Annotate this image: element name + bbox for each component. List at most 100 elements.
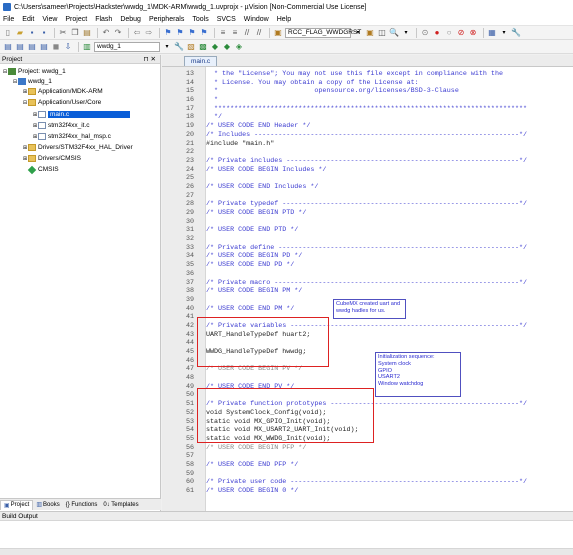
code-line[interactable]: 51/* Private function prototypes -------… (162, 400, 573, 409)
code-line[interactable]: 57 (162, 452, 573, 461)
code-line[interactable]: 14 * License. You may obtain a copy of t… (162, 79, 573, 88)
code-line[interactable]: 37/* Private macro ---------------------… (162, 279, 573, 288)
code-line[interactable]: 58/* USER CODE END PFP */ (162, 461, 573, 470)
bookmark-icon[interactable]: ⚑ (164, 27, 172, 37)
target-select-arrow-icon[interactable]: ▾ (165, 43, 169, 50)
breakpoint-kill-icon[interactable]: ⊗ (469, 27, 477, 37)
close-icon[interactable]: ✕ (150, 56, 158, 63)
code-line[interactable]: 40/* USER CODE END PM */ (162, 305, 573, 314)
code-line[interactable]: 61/* USER CODE BEGIN 0 */ (162, 487, 573, 496)
find-next-icon[interactable]: ▣ (366, 27, 374, 37)
code-line[interactable]: 29/* USER CODE BEGIN PTD */ (162, 209, 573, 218)
indent-icon[interactable]: ≡ (220, 27, 226, 37)
menu-flash[interactable]: Flash (95, 16, 113, 23)
dropdown-arrow-icon[interactable]: ▾ (404, 29, 408, 36)
breakpoint-clear-icon[interactable]: ⊘ (457, 27, 465, 37)
build-icon[interactable]: ▤ (16, 41, 24, 51)
code-line[interactable]: 46 (162, 357, 573, 366)
breakpoint-icon[interactable]: ● (434, 27, 440, 37)
open-folder-icon[interactable]: ▰ (16, 27, 24, 37)
bookmark-next-icon[interactable]: ⚑ (188, 27, 196, 37)
download-icon[interactable]: ⇩ (64, 41, 72, 51)
tree-expander-icon[interactable]: ⊞ (22, 144, 28, 151)
tree-expander-icon[interactable]: ⊟ (2, 68, 8, 75)
code-line[interactable]: 34/* USER CODE BEGIN PD */ (162, 252, 573, 261)
undo-icon[interactable]: ↶ (102, 27, 110, 37)
tree-expander-icon[interactable]: ⊞ (32, 133, 38, 140)
tab-templates[interactable]: 0↓ Templates (100, 500, 141, 510)
code-line[interactable]: 42/* Private variables -----------------… (162, 322, 573, 331)
target-select[interactable]: wwdg_1 (94, 41, 160, 52)
code-line[interactable]: 22 (162, 148, 573, 157)
target-options-icon[interactable]: 🔧 (174, 41, 184, 51)
menu-edit[interactable]: Edit (22, 16, 35, 23)
code-line[interactable]: 59 (162, 470, 573, 479)
code-line[interactable]: 17 *************************************… (162, 105, 573, 114)
editor-tab-main-c[interactable]: main.c (184, 56, 218, 66)
code-line[interactable]: 35/* USER CODE END PD */ (162, 261, 573, 270)
new-file-icon[interactable]: ▯ (5, 27, 11, 37)
code-line[interactable]: 28/* Private typedef -------------------… (162, 200, 573, 209)
tree-item-drivers-cmsis[interactable]: ⊞ Drivers/CMSIS (22, 154, 81, 163)
tree-item-target[interactable]: ⊟ wwdg_1 (12, 77, 52, 86)
cut-icon[interactable]: ✂ (59, 27, 67, 37)
code-line[interactable]: 48 (162, 374, 573, 383)
code-line[interactable]: 47/* USER CODE BEGIN PV */ (162, 365, 573, 374)
stop-build-icon[interactable]: ◼ (52, 41, 60, 51)
menu-file[interactable]: File (3, 16, 15, 23)
code-line[interactable]: 23/* Private includes ------------------… (162, 157, 573, 166)
window-layout-arrow-icon[interactable]: ▾ (502, 29, 506, 36)
save-all-icon[interactable]: ▪ (42, 27, 46, 37)
menu-peripherals[interactable]: Peripherals (148, 16, 185, 23)
code-area[interactable]: 13 * the "License"; You may not use this… (162, 70, 573, 496)
tree-item-project[interactable]: ⊟ Project: wwdg_1 (2, 67, 66, 76)
redo-icon[interactable]: ↷ (114, 27, 122, 37)
debug-start-icon[interactable]: ⊙ (421, 27, 429, 37)
tree-expander-icon[interactable]: ⊞ (22, 155, 28, 162)
tree-item-application-user-core[interactable]: ⊟ Application/User/Core (22, 98, 101, 107)
code-line[interactable]: 20/* Includes --------------------------… (162, 131, 573, 140)
code-line[interactable]: 44 (162, 339, 573, 348)
code-line[interactable]: 36 (162, 270, 573, 279)
window-layout-icon[interactable]: ▦ (488, 27, 496, 37)
rebuild-icon[interactable]: ▤ (28, 41, 36, 51)
pack-installer-icon[interactable]: ◆ (211, 41, 219, 51)
manage-rte-icon[interactable]: ◆ (223, 41, 231, 51)
pin-icon[interactable]: ⊓ (143, 56, 151, 63)
code-line[interactable]: 25 (162, 174, 573, 183)
code-line[interactable]: 32 (162, 235, 573, 244)
find-combo[interactable]: RCC_FLAG_WWDGRST (285, 27, 361, 38)
unindent-icon[interactable]: ≡ (232, 27, 238, 37)
tab-project[interactable]: ▣Project (0, 499, 34, 510)
load-icon[interactable]: ▥ (83, 41, 91, 51)
code-line[interactable]: 60/* Private user code -----------------… (162, 478, 573, 487)
configure-icon[interactable]: 🔧 (511, 27, 521, 37)
tree-item-main-c[interactable]: ⊞ main.c (32, 110, 130, 119)
code-line[interactable]: 26/* USER CODE END Includes */ (162, 183, 573, 192)
code-line[interactable]: 30 (162, 218, 573, 227)
incremental-find-icon[interactable]: ◫ (378, 27, 386, 37)
code-line[interactable]: 21#include "main.h" (162, 140, 573, 149)
find-in-files-icon[interactable]: ▣ (274, 27, 282, 37)
code-line[interactable]: 19/* USER CODE END Header */ (162, 122, 573, 131)
code-line[interactable]: 39 (162, 296, 573, 305)
uncomment-icon[interactable]: // (256, 27, 262, 37)
nav-back-icon[interactable]: ⇦ (133, 27, 141, 37)
code-line[interactable]: 33/* Private define --------------------… (162, 244, 573, 253)
tree-expander-icon[interactable]: ⊟ (12, 78, 18, 85)
menu-help[interactable]: Help (276, 16, 292, 23)
tree-item-stm32f4xx-it-c[interactable]: ⊞ stm32f4xx_it.c (32, 121, 90, 130)
menu-window[interactable]: Window (243, 16, 269, 23)
code-line[interactable]: 27 (162, 192, 573, 201)
tree-item-cmsis[interactable]: CMSIS (22, 165, 59, 174)
code-line[interactable]: 31/* USER CODE END PTD */ (162, 226, 573, 235)
bookmark-clear-icon[interactable]: ⚑ (200, 27, 208, 37)
select-packs-icon[interactable]: ◈ (235, 41, 243, 51)
batch-build-icon[interactable]: ▤ (40, 41, 48, 51)
menu-tools[interactable]: Tools (192, 16, 209, 23)
code-line[interactable]: 15 * opensource.org/licenses/BSD-3-Claus… (162, 87, 573, 96)
code-line[interactable]: 38/* USER CODE BEGIN PM */ (162, 287, 573, 296)
